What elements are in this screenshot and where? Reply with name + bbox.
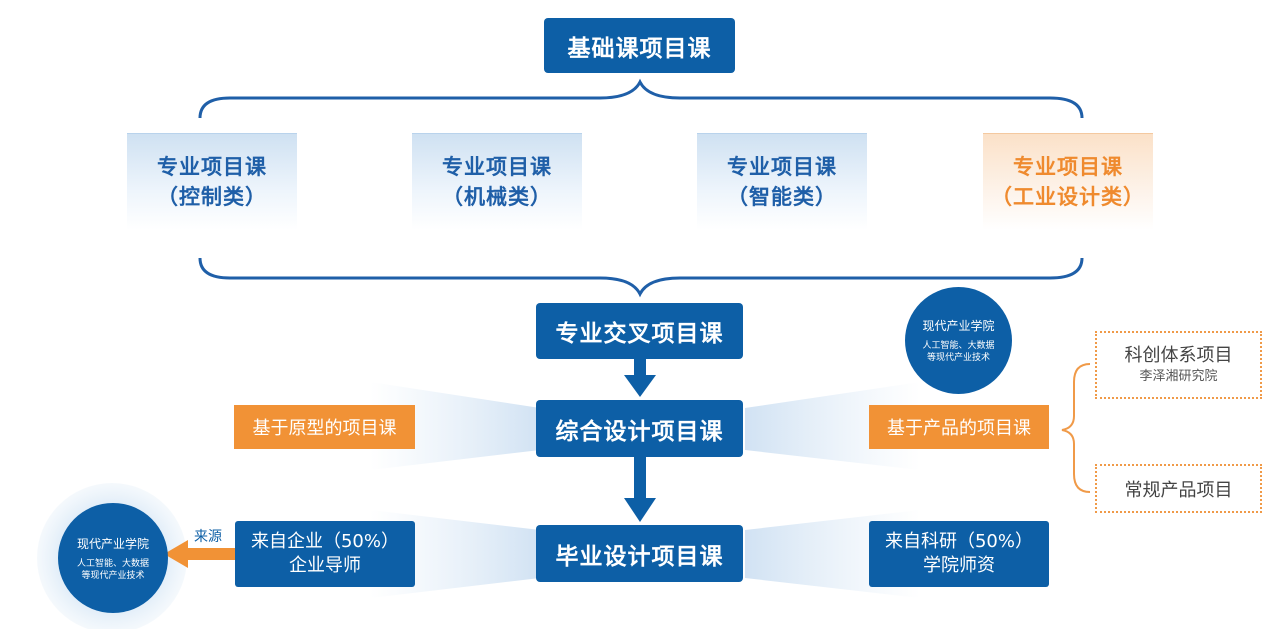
circle-right-sub1: 人工智能、大数据 <box>922 341 995 351</box>
category-mechanical-line2: （机械类） <box>442 185 552 209</box>
source-arrow-head <box>164 540 188 568</box>
circle-left-title: 现代产业学院 <box>76 536 149 551</box>
product-course-label: 基于产品的项目课 <box>887 418 1031 439</box>
enterprise-line2: 企业导师 <box>289 555 361 576</box>
innovation-project-box: 科创体系项目 李泽湘研究院 <box>1095 331 1262 399</box>
category-control-line2: （控制类） <box>157 185 267 209</box>
enterprise-source-box: 来自企业（50%） 企业导师 <box>235 521 415 587</box>
innovation-project-line2: 李泽湘研究院 <box>1139 369 1218 384</box>
comprehensive-course-label: 综合设计项目课 <box>555 418 724 445</box>
prototype-course-box: 基于原型的项目课 <box>234 405 415 449</box>
category-intelligent-line1: 专业项目课 <box>727 155 837 179</box>
circle-left-sub1: 人工智能、大数据 <box>76 558 149 569</box>
right-orange-brace <box>1061 363 1091 493</box>
cross-course-label: 专业交叉项目课 <box>555 321 724 347</box>
arrow-down-1-head <box>624 375 656 397</box>
enterprise-line1: 来自企业（50%） <box>250 531 399 552</box>
circle-right-title: 现代产业学院 <box>922 319 995 333</box>
industry-college-circle-right: 现代产业学院 人工智能、大数据 等现代产业技术 <box>905 287 1012 394</box>
product-course-box: 基于产品的项目课 <box>869 405 1049 449</box>
source-arrow-shaft <box>186 548 236 560</box>
category-intelligent-line2: （智能类） <box>727 185 837 209</box>
category-industrial-design: 专业项目课 （工业设计类） <box>983 133 1153 230</box>
cross-course-box: 专业交叉项目课 <box>536 303 743 359</box>
graduation-course-label: 毕业设计项目课 <box>555 543 724 570</box>
prototype-course-label: 基于原型的项目课 <box>252 418 397 439</box>
foundation-course-label: 基础课项目课 <box>567 35 712 62</box>
category-control-line1: 专业项目课 <box>157 155 267 179</box>
regular-project-label: 常规产品项目 <box>1124 479 1233 501</box>
category-industrial-design-line2: （工业设计类） <box>991 185 1145 209</box>
arrow-down-1-shaft <box>634 358 646 376</box>
circle-left-sub2: 等现代产业技术 <box>81 570 145 581</box>
innovation-project-line1: 科创体系项目 <box>1124 345 1233 366</box>
circle-right-sub2: 等现代产业技术 <box>926 353 990 363</box>
comprehensive-course-box: 综合设计项目课 <box>536 400 743 457</box>
bottom-brace <box>198 257 1084 298</box>
research-line2: 学院师资 <box>923 555 995 576</box>
category-mechanical-line1: 专业项目课 <box>442 155 552 179</box>
research-source-box: 来自科研（50%） 学院师资 <box>869 521 1049 587</box>
top-brace <box>198 78 1084 119</box>
category-industrial-design-line1: 专业项目课 <box>1013 155 1123 179</box>
research-line1: 来自科研（50%） <box>884 531 1033 552</box>
foundation-course-box: 基础课项目课 <box>544 18 735 73</box>
category-mechanical: 专业项目课 （机械类） <box>412 133 582 230</box>
category-intelligent: 专业项目课 （智能类） <box>697 133 867 230</box>
category-control: 专业项目课 （控制类） <box>127 133 297 230</box>
source-label: 来源 <box>194 529 222 545</box>
regular-project-box: 常规产品项目 <box>1095 464 1262 513</box>
arrow-down-2-head <box>624 498 656 522</box>
industry-college-circle-left: 现代产业学院 人工智能、大数据 等现代产业技术 <box>58 503 168 613</box>
arrow-down-2-shaft <box>634 456 646 500</box>
graduation-course-box: 毕业设计项目课 <box>536 525 743 582</box>
